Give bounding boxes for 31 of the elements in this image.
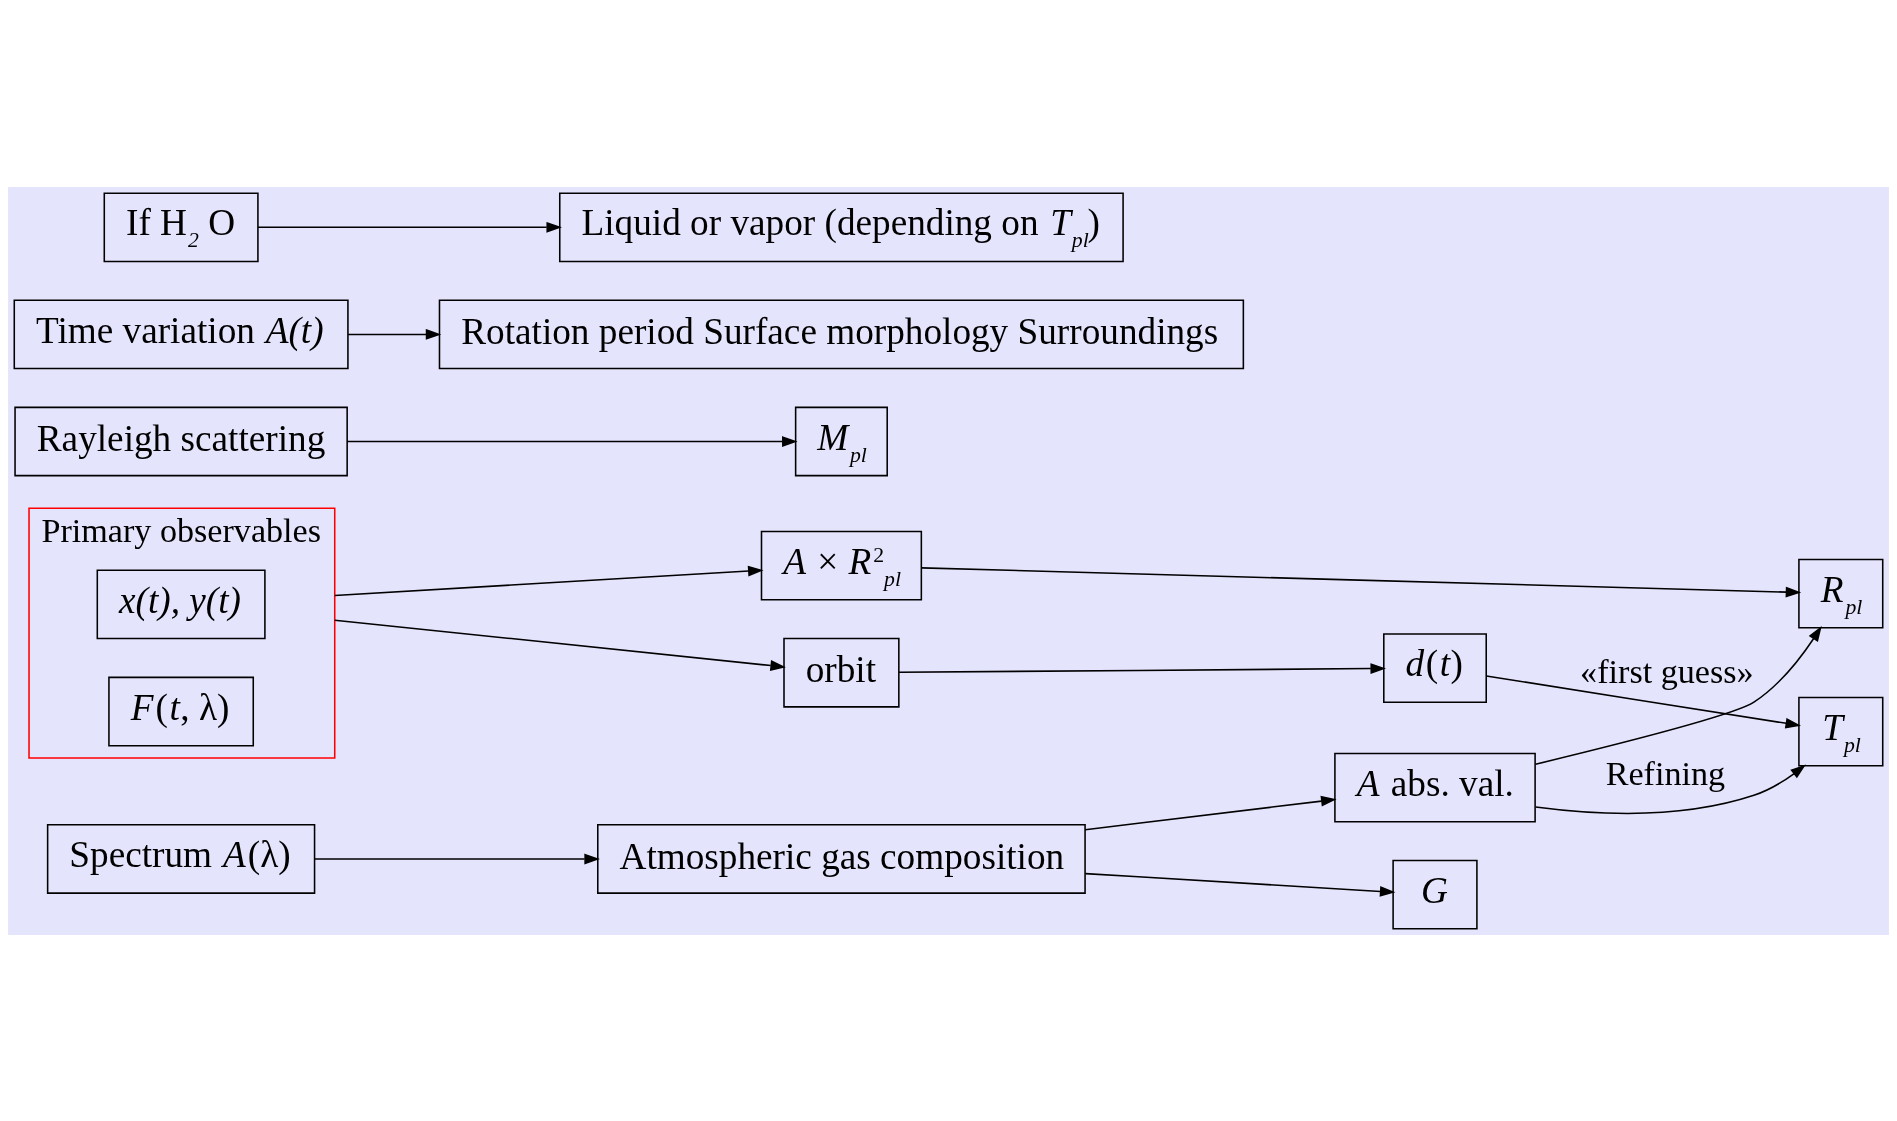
node-box: Liquid or vapor (depending on T$_{pl}$) [559,191,1124,262]
node-box: A abs. val. [1334,752,1536,822]
arrow [920,566,1802,598]
arrow [1534,625,1822,765]
node-box: d(t) [1383,632,1487,703]
node-box: F(t, λ) [108,676,255,746]
node-box: orbit [783,637,900,708]
node-box: T$_{pl}$ [1798,696,1884,767]
edge-label: Refining [1605,754,1726,792]
edge-label: «first guess» [1580,652,1754,690]
node-box: G [1392,859,1478,930]
arrow [314,853,600,864]
node-box: Rotation period Surface morphology Surroundings [438,299,1245,369]
arrow [347,328,442,340]
node-box: Atmospheric gas composition [597,823,1086,894]
arrow [1084,795,1337,830]
node-box: Time variation A(t) [13,299,349,369]
node-box: R$_{pl}$ [1798,558,1884,628]
arrow [898,662,1386,674]
arrow [333,565,764,596]
node-box: Spectrum A(λ) [46,823,316,894]
arrow [257,221,562,233]
arrow [1485,674,1802,729]
node-box: x(t), y(t) [96,569,266,639]
arrow [1084,872,1396,897]
arrow [333,618,786,671]
node-box: If H$_{2}$ O [103,191,259,262]
arrow [1534,764,1806,814]
node-box: M$_{pl}$ [794,406,888,476]
node-box: Rayleigh scattering [14,406,348,476]
arrow [346,435,798,447]
